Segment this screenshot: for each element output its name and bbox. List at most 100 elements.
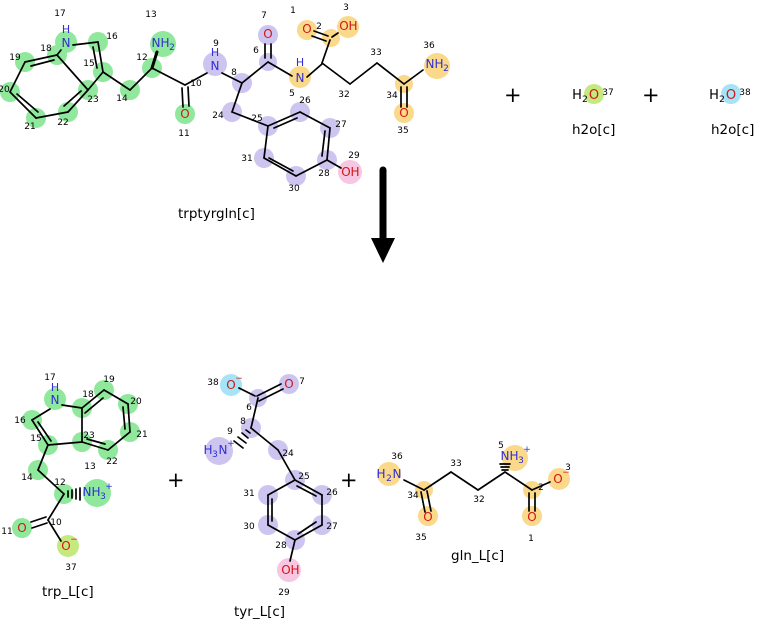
bond bbox=[35, 111, 69, 119]
bond bbox=[87, 71, 104, 91]
bond bbox=[92, 46, 98, 69]
atom-highlight bbox=[44, 388, 66, 410]
bond bbox=[9, 91, 37, 119]
bond bbox=[321, 39, 331, 64]
atom-text: 37 bbox=[602, 88, 613, 98]
atom-text: H bbox=[290, 563, 299, 577]
bond bbox=[31, 419, 49, 446]
atom-text: 3 bbox=[343, 3, 349, 13]
atom-text: 10 bbox=[50, 518, 62, 528]
atom-text: O bbox=[61, 539, 70, 553]
bond bbox=[306, 63, 323, 78]
atom-text: 22 bbox=[106, 457, 117, 467]
bond bbox=[184, 72, 208, 86]
bond bbox=[256, 383, 282, 397]
atom-highlight bbox=[377, 462, 401, 486]
reaction-arrow bbox=[371, 166, 395, 263]
bond bbox=[326, 127, 331, 161]
bond bbox=[311, 35, 327, 42]
atom-text: 38 bbox=[207, 378, 219, 388]
atom-highlight bbox=[548, 468, 570, 490]
atom-text: O bbox=[284, 377, 293, 391]
atom-text: N bbox=[152, 36, 161, 50]
atom-text: 15 bbox=[83, 59, 94, 69]
atom-text: 30 bbox=[288, 184, 300, 194]
bond bbox=[107, 431, 131, 451]
bond bbox=[238, 387, 256, 397]
atom-text: 25 bbox=[251, 114, 262, 124]
bond bbox=[231, 111, 269, 127]
atom-highlight bbox=[277, 558, 301, 582]
bond bbox=[37, 421, 52, 442]
atom-text: 2 bbox=[169, 43, 175, 53]
atom-highlight bbox=[297, 20, 317, 40]
atom-text: 1 bbox=[528, 534, 534, 544]
product-gln-label: gln_L[c] bbox=[451, 548, 505, 564]
atom-highlight bbox=[150, 31, 176, 57]
bond bbox=[31, 408, 51, 421]
atom-text: 15 bbox=[30, 434, 41, 444]
atom-highlight bbox=[175, 104, 195, 124]
bond bbox=[47, 441, 83, 446]
atom-text: 32 bbox=[338, 90, 349, 100]
atom-text: O bbox=[339, 19, 348, 33]
bond bbox=[84, 397, 104, 414]
atom-text: H bbox=[434, 57, 443, 71]
bond bbox=[294, 479, 323, 496]
bond bbox=[37, 469, 65, 495]
bond bbox=[102, 71, 131, 91]
bond bbox=[426, 490, 432, 512]
atom-text: O bbox=[553, 472, 562, 486]
atom-highlight bbox=[258, 25, 278, 45]
bond bbox=[16, 93, 39, 113]
atom-text: H bbox=[709, 88, 719, 103]
bond bbox=[477, 471, 506, 491]
atom-text: 26 bbox=[326, 488, 338, 498]
bond bbox=[81, 441, 109, 451]
atom-highlight bbox=[424, 53, 450, 79]
bond bbox=[267, 479, 296, 496]
atom-text: O bbox=[527, 510, 536, 524]
bond bbox=[267, 61, 293, 77]
atom-text: O bbox=[302, 22, 311, 36]
atom-text: 19 bbox=[9, 53, 21, 63]
atom-text: 34 bbox=[386, 91, 398, 101]
bond bbox=[47, 519, 62, 542]
atom-text: H bbox=[51, 381, 59, 394]
bond bbox=[299, 111, 331, 129]
atom-text: 36 bbox=[391, 452, 403, 462]
atom-highlight bbox=[203, 52, 227, 76]
atom-text: H bbox=[160, 36, 169, 50]
atom-text: − bbox=[235, 374, 243, 384]
atom-text: N bbox=[83, 485, 92, 499]
bond bbox=[122, 406, 126, 430]
bond bbox=[267, 524, 296, 541]
plus-sign-bottom-1: + bbox=[167, 468, 185, 492]
bond bbox=[267, 111, 301, 127]
bond bbox=[150, 50, 159, 70]
atom-text: 11 bbox=[178, 129, 189, 139]
bond bbox=[9, 61, 26, 93]
atom-text: O bbox=[726, 88, 736, 103]
bond bbox=[250, 397, 259, 429]
bond bbox=[297, 521, 317, 535]
bond bbox=[231, 82, 243, 113]
bond bbox=[423, 471, 452, 491]
atom-text: O bbox=[180, 107, 189, 121]
atom-text: H bbox=[509, 449, 518, 463]
atom-text: 7 bbox=[261, 11, 267, 21]
atom-text: 16 bbox=[106, 32, 118, 42]
bond bbox=[56, 49, 62, 56]
bond bbox=[504, 471, 533, 491]
bond bbox=[103, 389, 129, 405]
atom-text: 18 bbox=[82, 390, 94, 400]
atom-text: 6 bbox=[246, 403, 252, 413]
bond bbox=[24, 54, 58, 63]
bond bbox=[450, 471, 479, 491]
atom-text: H bbox=[211, 46, 219, 59]
atom-text: H bbox=[203, 443, 212, 457]
atom-text: 33 bbox=[370, 48, 381, 58]
bond bbox=[403, 479, 425, 491]
